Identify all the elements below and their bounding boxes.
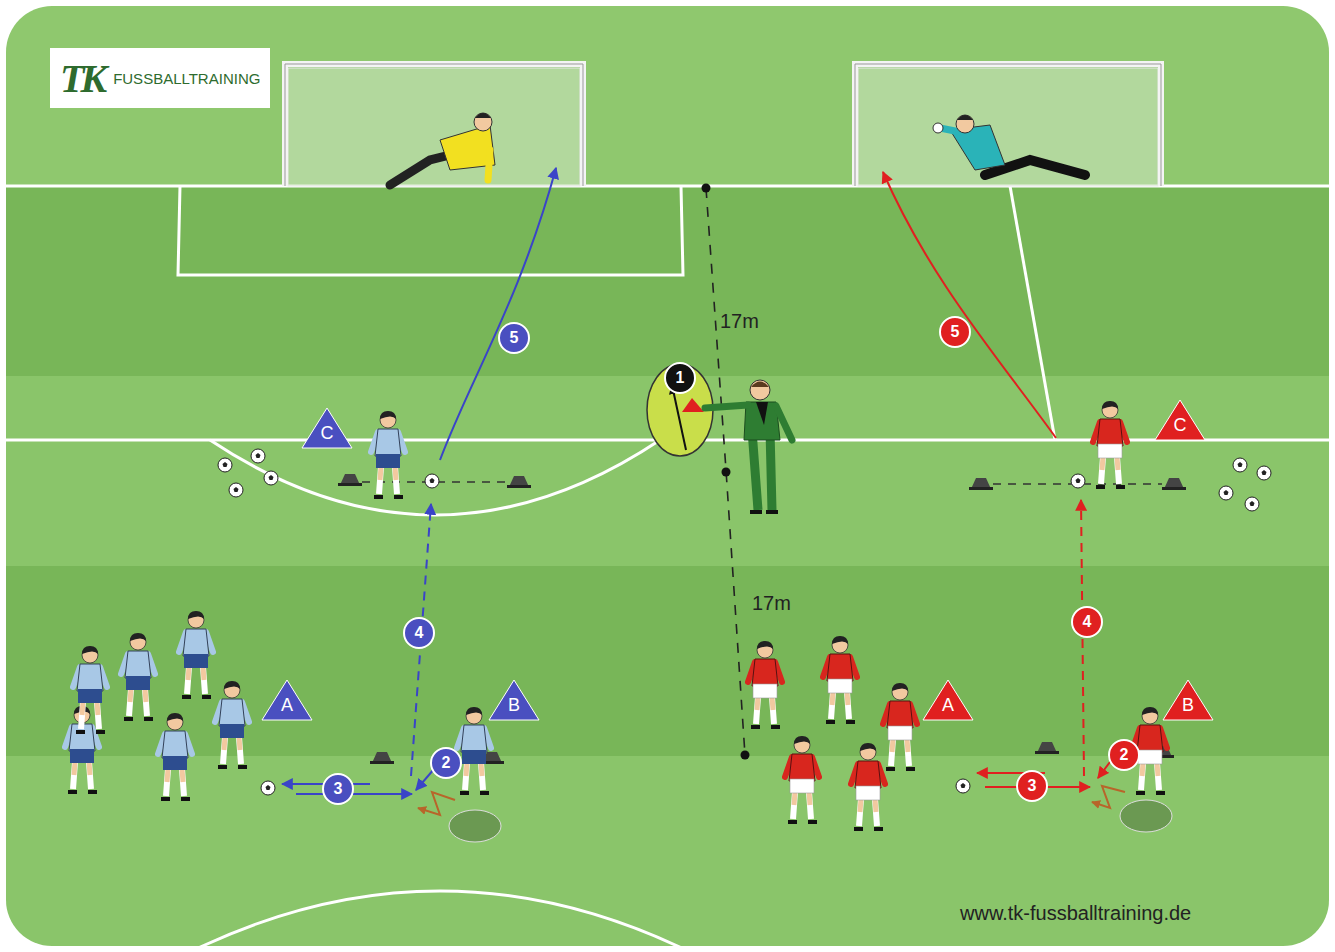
- station-letter: C: [1153, 415, 1207, 436]
- distance-line: [702, 184, 750, 760]
- pitch-lines: [6, 186, 1329, 946]
- callout-number: 2: [1108, 739, 1140, 771]
- station-triangle: B: [1161, 678, 1215, 722]
- callout-number: 5: [498, 322, 530, 354]
- players-blue: [65, 411, 491, 799]
- logo-text: FUSSBALLTRAINING: [113, 70, 260, 87]
- players-red: [748, 401, 1167, 829]
- callout-text: 2: [442, 754, 451, 772]
- callout-number: 4: [403, 617, 435, 649]
- callout-number: 4: [1071, 606, 1103, 638]
- cones: [338, 474, 1186, 764]
- callout-text: 2: [1120, 746, 1129, 764]
- distance-label: 17m: [752, 592, 791, 615]
- distance-label: 17m: [720, 310, 759, 333]
- callout-text: 3: [334, 780, 343, 798]
- callout-number: 5: [939, 316, 971, 348]
- goalkeeper-teal: [933, 115, 1085, 175]
- callout-text: 4: [1083, 613, 1092, 631]
- callout-text: 4: [415, 624, 424, 642]
- goalkeeper-yellow: [390, 113, 495, 185]
- station-letter: B: [1161, 695, 1215, 716]
- station-triangle: A: [921, 678, 975, 722]
- callout-text: 5: [510, 329, 519, 347]
- station-triangle: C: [1153, 398, 1207, 442]
- station-letter: A: [260, 695, 314, 716]
- callout-number: 3: [322, 773, 354, 805]
- station-triangle: C: [300, 406, 354, 450]
- logo-box: TK FUSSBALLTRAINING: [50, 48, 270, 108]
- balls: [218, 449, 1271, 795]
- coach: [705, 380, 792, 512]
- run-arrows: [282, 168, 1125, 815]
- callout-number: 2: [430, 747, 462, 779]
- goal-right: [855, 64, 1161, 186]
- station-triangle: A: [260, 678, 314, 722]
- station-letter: A: [921, 695, 975, 716]
- station-letter: B: [487, 695, 541, 716]
- callout-text: 1: [676, 369, 685, 387]
- goal-left: [285, 64, 583, 186]
- callout-text: 3: [1028, 777, 1037, 795]
- station-triangle: B: [487, 678, 541, 722]
- callout-text: 5: [951, 323, 960, 341]
- pitch: [6, 6, 1329, 946]
- logo-mark: TK: [60, 55, 103, 102]
- callout-number: 3: [1016, 770, 1048, 802]
- station-letter: C: [300, 423, 354, 444]
- cone-gates: [362, 482, 1162, 484]
- callout-number: 1: [664, 362, 696, 394]
- website-url: www.tk-fussballtraining.de: [960, 902, 1191, 925]
